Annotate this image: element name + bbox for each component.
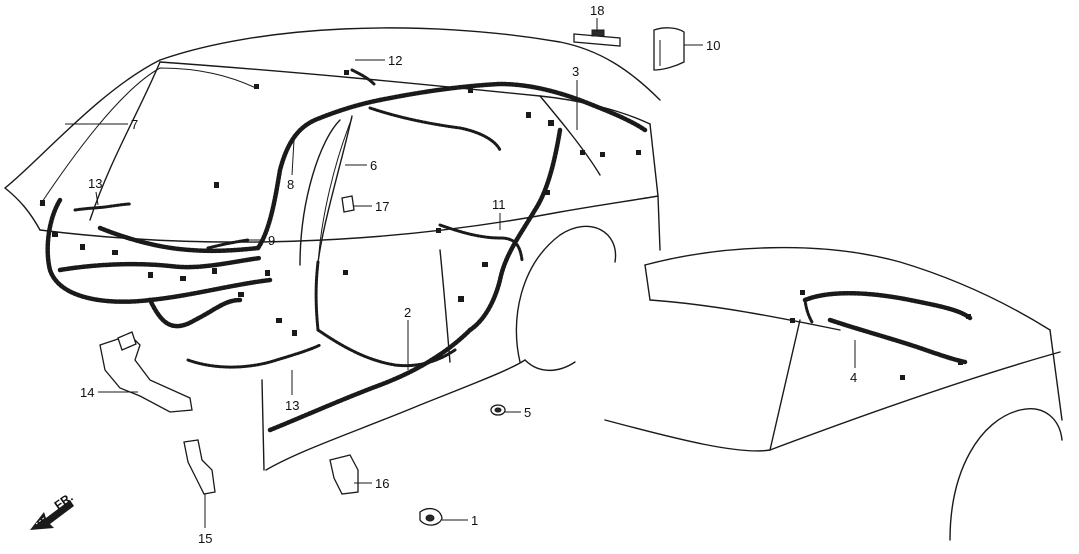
callout-numbers: 18 10 12 3 7 8 6 17 13 9 11 2 4 5 14 13 … <box>80 3 857 546</box>
leader-lines <box>65 18 856 528</box>
part-18-harness-clip-strip <box>573 29 621 47</box>
callout-9: 9 <box>268 233 275 248</box>
callout-11: 11 <box>492 197 506 212</box>
callout-12: 12 <box>388 53 402 68</box>
part-16-clamp <box>329 454 359 495</box>
callout-15: 15 <box>198 531 212 546</box>
callout-10: 10 <box>706 38 720 53</box>
front-arrow-icon <box>30 500 74 530</box>
part-10-connector-cover <box>653 27 685 71</box>
callout-16: 16 <box>375 476 389 491</box>
part-5-grommet <box>490 404 506 416</box>
callout-13-lower: 13 <box>285 398 299 413</box>
callout-2: 2 <box>404 305 411 320</box>
callout-1: 1 <box>471 513 478 528</box>
callout-13-upper: 13 <box>88 176 102 191</box>
front-car-body-outline <box>4 27 661 471</box>
callout-18: 18 <box>590 3 604 18</box>
callout-17: 17 <box>375 199 389 214</box>
part-14-harness-bracket <box>99 331 193 413</box>
callout-7: 7 <box>131 117 138 132</box>
part-15-clamp <box>183 439 216 495</box>
callout-6: 6 <box>370 158 377 173</box>
callout-8: 8 <box>287 177 294 192</box>
callout-3: 3 <box>572 64 579 79</box>
front-direction-marker: FR. <box>30 490 76 530</box>
harness-connectors <box>40 70 971 380</box>
part-1-grommet <box>419 507 443 526</box>
callout-14: 14 <box>80 385 94 400</box>
rear-car-body-outline <box>604 246 1063 541</box>
part-17-grommet <box>341 195 355 213</box>
callout-4: 4 <box>850 370 857 385</box>
main-harness-routes <box>39 67 973 433</box>
callout-5: 5 <box>524 405 531 420</box>
